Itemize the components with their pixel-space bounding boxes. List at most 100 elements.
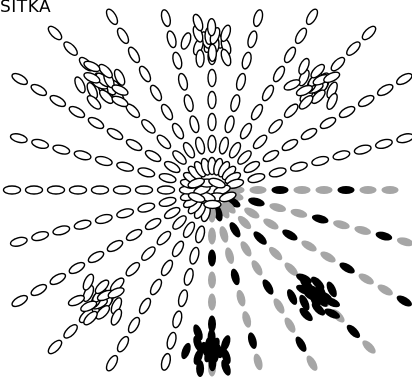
bead-black: [213, 204, 223, 222]
bead-white: [110, 308, 123, 326]
bead-white: [116, 208, 135, 219]
bead-white: [283, 46, 297, 64]
bead-white: [261, 84, 275, 102]
bead-white: [144, 149, 162, 163]
bead-white: [138, 297, 152, 315]
bead-black: [230, 268, 240, 286]
bead-white: [189, 115, 200, 134]
bead-white: [9, 236, 28, 247]
bead-white: [272, 65, 286, 83]
bead-gray: [268, 246, 283, 261]
bead-white: [127, 316, 141, 334]
bead-black: [208, 249, 216, 267]
bead-white: [73, 150, 92, 161]
bead-white: [94, 155, 113, 167]
bead-white: [220, 24, 232, 43]
bead-gray: [284, 262, 298, 276]
bead-gray: [333, 220, 350, 230]
bead-white: [111, 84, 129, 96]
bead-white: [166, 331, 177, 350]
bead-white: [156, 230, 172, 246]
bead-white: [87, 116, 105, 130]
bead-white: [160, 352, 172, 371]
bead-white: [83, 310, 98, 326]
bead-gray: [290, 208, 308, 218]
bead-white: [52, 144, 71, 155]
bead-black: [247, 332, 257, 349]
bead-black: [282, 229, 298, 241]
bead-white: [194, 136, 206, 155]
bead-white: [63, 324, 78, 339]
bead-white: [326, 81, 338, 99]
bead-gray: [362, 340, 376, 354]
bead-white: [156, 134, 172, 150]
bead-white: [353, 144, 372, 155]
bead-white: [182, 141, 196, 159]
bead-gray: [315, 186, 333, 194]
bead-white: [207, 68, 217, 88]
bead-white: [177, 289, 189, 308]
bead-white: [158, 196, 177, 208]
bead-gray: [225, 247, 235, 264]
bead-white: [357, 94, 375, 108]
bead-white: [105, 8, 119, 26]
bead-white: [323, 71, 341, 84]
bead-white: [220, 48, 232, 67]
bead-black: [286, 289, 298, 305]
bead-gray: [240, 241, 252, 257]
bead-white: [187, 192, 206, 203]
bead-white: [326, 92, 338, 110]
bead-white: [46, 185, 66, 195]
bead-white: [319, 116, 337, 130]
bead-white: [68, 185, 88, 195]
bead-white: [172, 310, 183, 329]
bead-black: [299, 307, 313, 322]
bead-white: [396, 133, 412, 144]
bead-white: [160, 259, 174, 277]
bead-black: [324, 297, 340, 308]
bead-white: [149, 84, 163, 102]
bead-white: [289, 161, 308, 172]
bead-gray: [377, 284, 393, 296]
bead-white: [194, 225, 206, 244]
bead-black: [396, 295, 412, 307]
bead-black: [221, 359, 231, 376]
bead-white: [206, 18, 217, 37]
bead-white: [83, 60, 101, 73]
bead-gray: [396, 237, 412, 247]
bead-gray: [320, 251, 336, 263]
bead-white: [310, 63, 326, 79]
bead-white: [141, 246, 156, 261]
bead-white: [11, 72, 29, 86]
bead-white: [298, 57, 310, 75]
bead-black: [271, 186, 289, 194]
bead-gray: [249, 186, 267, 194]
bead-white: [125, 228, 143, 242]
bead-white: [74, 76, 86, 94]
bead-white: [67, 294, 85, 307]
bead-white: [82, 273, 95, 291]
bead-white: [305, 8, 319, 26]
bead-black: [295, 336, 307, 352]
bead-white: [241, 51, 252, 70]
bead-white: [94, 213, 113, 225]
bead-white: [283, 103, 299, 119]
bead-white: [300, 127, 318, 141]
bead-white: [111, 95, 129, 108]
bead-black: [337, 186, 355, 194]
bead-white: [31, 138, 50, 150]
bead-gray: [253, 353, 263, 371]
bead-white: [250, 103, 264, 121]
bead-white: [207, 112, 217, 132]
bead-white: [112, 185, 132, 195]
bead-white: [144, 217, 162, 231]
bead-white: [116, 335, 130, 353]
bead-white: [183, 267, 194, 286]
bead-white: [149, 278, 163, 296]
bead-gray: [208, 271, 216, 289]
bead-gray: [218, 203, 230, 219]
bead-white: [106, 239, 124, 253]
bead-white: [163, 206, 181, 220]
bead-black: [253, 231, 267, 245]
